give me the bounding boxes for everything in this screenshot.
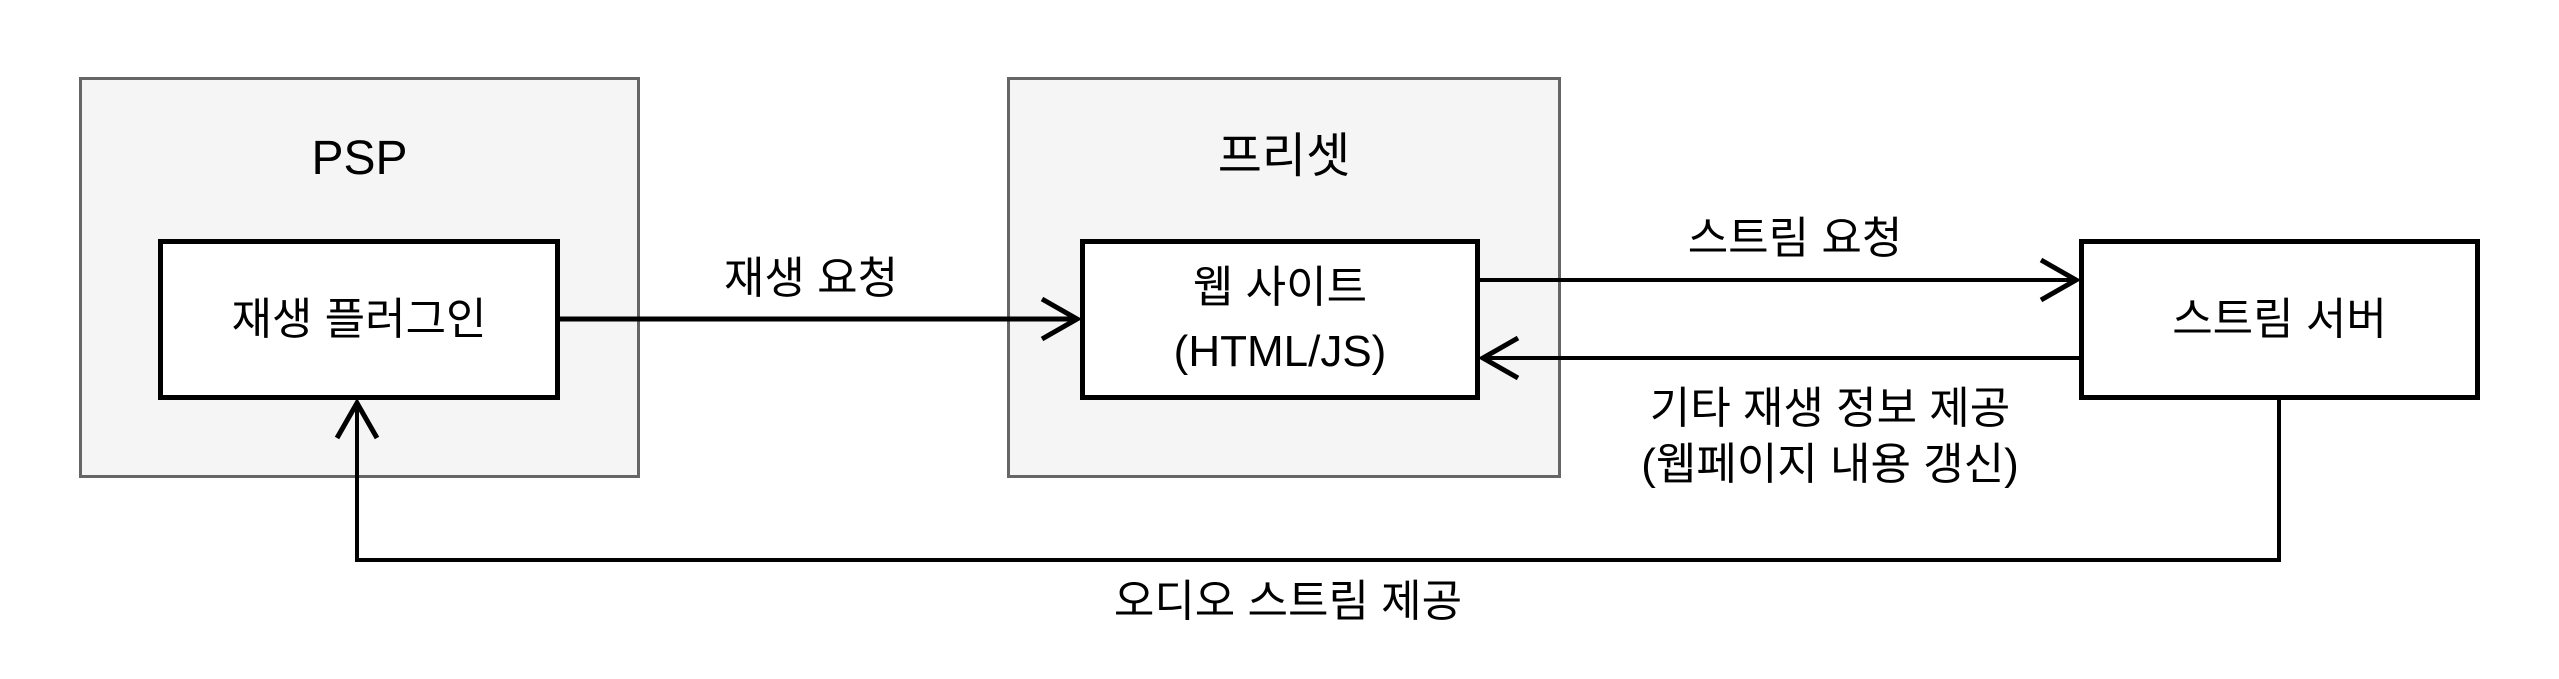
arrow-audio-stream — [334, 397, 2281, 562]
node-web-site: 웹 사이트 (HTML/JS) — [1080, 239, 1480, 400]
audio-stream-arrowhead — [334, 397, 380, 440]
playback-info-arrowhead — [1477, 335, 1520, 381]
node-stream-server: 스트림 서버 — [2079, 239, 2480, 400]
container-preset-label: 프리셋 — [1217, 130, 1351, 183]
arrow-label-playback-info-line1: 기타 재생 정보 제공 — [1649, 384, 2011, 433]
arrow-label-play-request: 재생 요청 — [723, 254, 899, 303]
node-web-site-label-line2: (HTML/JS) — [1173, 326, 1387, 376]
arrow-label-stream-request: 스트림 요청 — [1687, 214, 1903, 263]
arrow-label-audio-stream: 오디오 스트림 제공 — [1113, 577, 1463, 626]
node-stream-server-label: 스트림 서버 — [2172, 294, 2387, 344]
arrow-play-request — [560, 296, 1083, 342]
audio-stream-line — [355, 400, 2281, 562]
arrow-label-playback-info: 기타 재생 정보 제공 (웹페이지 내용 갱신) — [1641, 381, 2019, 493]
stream-request-arrowhead — [2039, 257, 2082, 303]
arrow-label-playback-info-line2: (웹페이지 내용 갱신) — [1641, 440, 2019, 489]
arrow-playback-info — [1477, 335, 2079, 381]
container-psp-label: PSP — [311, 132, 408, 185]
node-playback-plugin-label: 재생 플러그인 — [231, 294, 487, 344]
node-web-site-label-line1: 웹 사이트 — [1192, 262, 1368, 312]
node-playback-plugin: 재생 플러그인 — [158, 239, 560, 400]
play-request-arrowhead — [1040, 296, 1083, 342]
arrow-stream-request — [1480, 257, 2082, 303]
